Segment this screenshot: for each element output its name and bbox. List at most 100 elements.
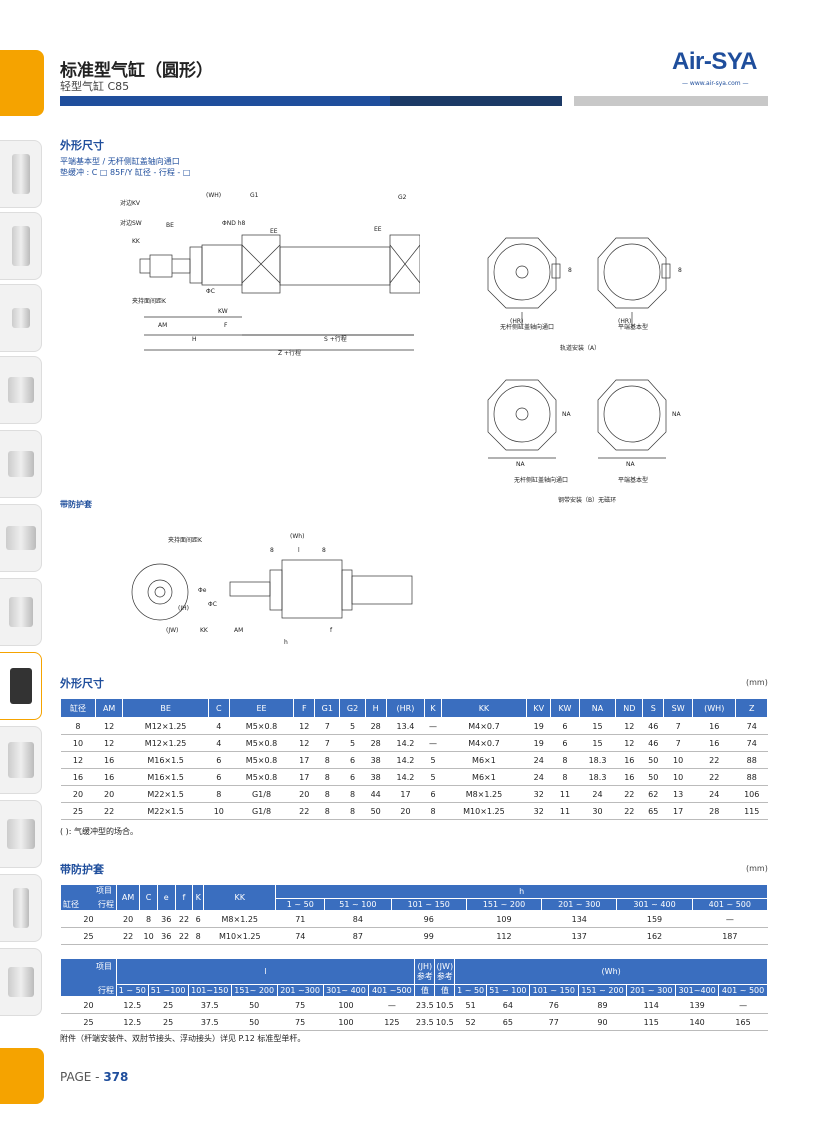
table-cell: G1/8 <box>229 802 294 820</box>
range-header: 301 ~ 400 <box>616 898 693 911</box>
side-tab-8-active[interactable] <box>0 652 42 720</box>
table-cell: 22 <box>692 768 736 786</box>
side-tab-2[interactable] <box>0 212 42 280</box>
table-cell: 22 <box>175 910 193 928</box>
table-cell: 22 <box>692 751 736 769</box>
boot-dim-wh: (Wh) <box>290 533 304 540</box>
col-header: C <box>207 698 230 718</box>
table-cell: 17 <box>293 768 315 786</box>
table-cell: — <box>718 996 768 1014</box>
corner-header: 项目 行程 <box>60 958 117 997</box>
dim-hr-1: (HR) <box>510 318 523 325</box>
table-cell: 25 <box>60 1013 117 1031</box>
boot-label-k: 夹持面间距K <box>168 536 203 544</box>
product-thumbnail <box>9 668 32 704</box>
table-cell: 16 <box>60 768 96 786</box>
range-header: 151 ~ 200 <box>577 984 628 997</box>
table-cell: 15 <box>579 717 616 735</box>
table-cell: 36 <box>157 927 176 945</box>
table-cell: 8 <box>314 751 340 769</box>
table-cell: 15 <box>579 734 616 752</box>
table-cell: 16 <box>615 751 643 769</box>
table-cell: 37.5 <box>188 1013 232 1031</box>
table-cell: 22 <box>116 927 140 945</box>
table-cell: 22 <box>175 927 193 945</box>
boot-dim-jw: (JW) <box>166 627 178 634</box>
boot-dim-h: h <box>284 639 288 646</box>
dim-8-a2: 8 <box>678 267 682 274</box>
col-header: SW <box>663 698 693 718</box>
table-cell: 20 <box>60 996 117 1014</box>
caption-b2: 平端基本型 <box>618 476 648 484</box>
page-tab <box>0 1048 44 1104</box>
col-header: K <box>192 884 205 911</box>
table-cell: 84 <box>324 910 392 928</box>
col-header: KW <box>550 698 580 718</box>
side-tab-1[interactable] <box>0 140 42 208</box>
table-cell: 100 <box>323 1013 369 1031</box>
table-cell: M4×0.7 <box>441 717 527 735</box>
table-cell: 6 <box>192 910 204 928</box>
table-cell: 28 <box>365 734 387 752</box>
table-cell: M6×1 <box>441 768 527 786</box>
dim-f: F <box>224 322 228 329</box>
table-cell: 10 <box>663 751 693 769</box>
side-tab-3[interactable] <box>0 284 42 352</box>
table-cell: 109 <box>466 910 542 928</box>
table-cell: 22 <box>95 802 123 820</box>
col-header-wh: (Wh) <box>454 958 768 985</box>
table-cell: 12 <box>95 734 123 752</box>
dim-g2: G2 <box>398 194 407 201</box>
product-thumbnail <box>7 451 34 477</box>
table-cell: M22×1.5 <box>122 802 209 820</box>
side-tab-9[interactable] <box>0 726 42 794</box>
side-tab-11[interactable] <box>0 874 42 942</box>
dim-kw: KW <box>218 308 228 315</box>
table-cell: 112 <box>466 927 542 945</box>
side-tab-4[interactable] <box>0 356 42 424</box>
dim-wh: (WH) <box>206 192 221 199</box>
ref-label: 参考 <box>416 971 433 981</box>
range-header: 201 ~ 300 <box>626 984 677 997</box>
table-cell: 8 <box>60 717 96 735</box>
side-tab-5[interactable] <box>0 430 42 498</box>
table-cell: 165 <box>718 1013 768 1031</box>
range-header: 151~ 200 <box>230 984 278 997</box>
table-cell: 7 <box>314 734 340 752</box>
col-header: f <box>174 884 194 911</box>
table-cell: 12.5 <box>116 996 149 1014</box>
table-cell: 16 <box>95 751 123 769</box>
col-header-jh: (JH)参考 <box>414 958 436 985</box>
side-tab-10[interactable] <box>0 800 42 868</box>
table-cell: 6 <box>208 768 230 786</box>
side-tab-6[interactable] <box>0 504 42 572</box>
col-header: K <box>424 698 442 718</box>
caption-a2: 平端基本型 <box>618 323 648 331</box>
table-cell: 7 <box>663 734 693 752</box>
table-cell: 99 <box>391 927 467 945</box>
table2-unit: (mm) <box>746 864 768 873</box>
table-cell: 8 <box>339 785 366 803</box>
side-tab-7[interactable] <box>0 578 42 646</box>
chapter-tab <box>0 50 44 116</box>
table-cell: 23.5 <box>414 996 435 1014</box>
table-cell: 16 <box>692 734 736 752</box>
corner-header: 项目 缸径 行程 <box>60 884 117 911</box>
table-cell: M4×0.7 <box>441 734 527 752</box>
table-cell: M10×1.25 <box>203 927 276 945</box>
table-cell: 38 <box>365 768 387 786</box>
table-cell: 19 <box>526 734 551 752</box>
table-cell: 7 <box>314 717 340 735</box>
table-cell: 22 <box>293 802 315 820</box>
footnote: 附件（杆端安装件、双肘节接头、浮动接头）详见 P.12 标准型单杆。 <box>60 1034 306 1043</box>
table-cell: 137 <box>541 927 617 945</box>
side-tab-12[interactable] <box>0 948 42 1016</box>
table-cell: 13 <box>663 785 693 803</box>
col-header: S <box>642 698 665 718</box>
